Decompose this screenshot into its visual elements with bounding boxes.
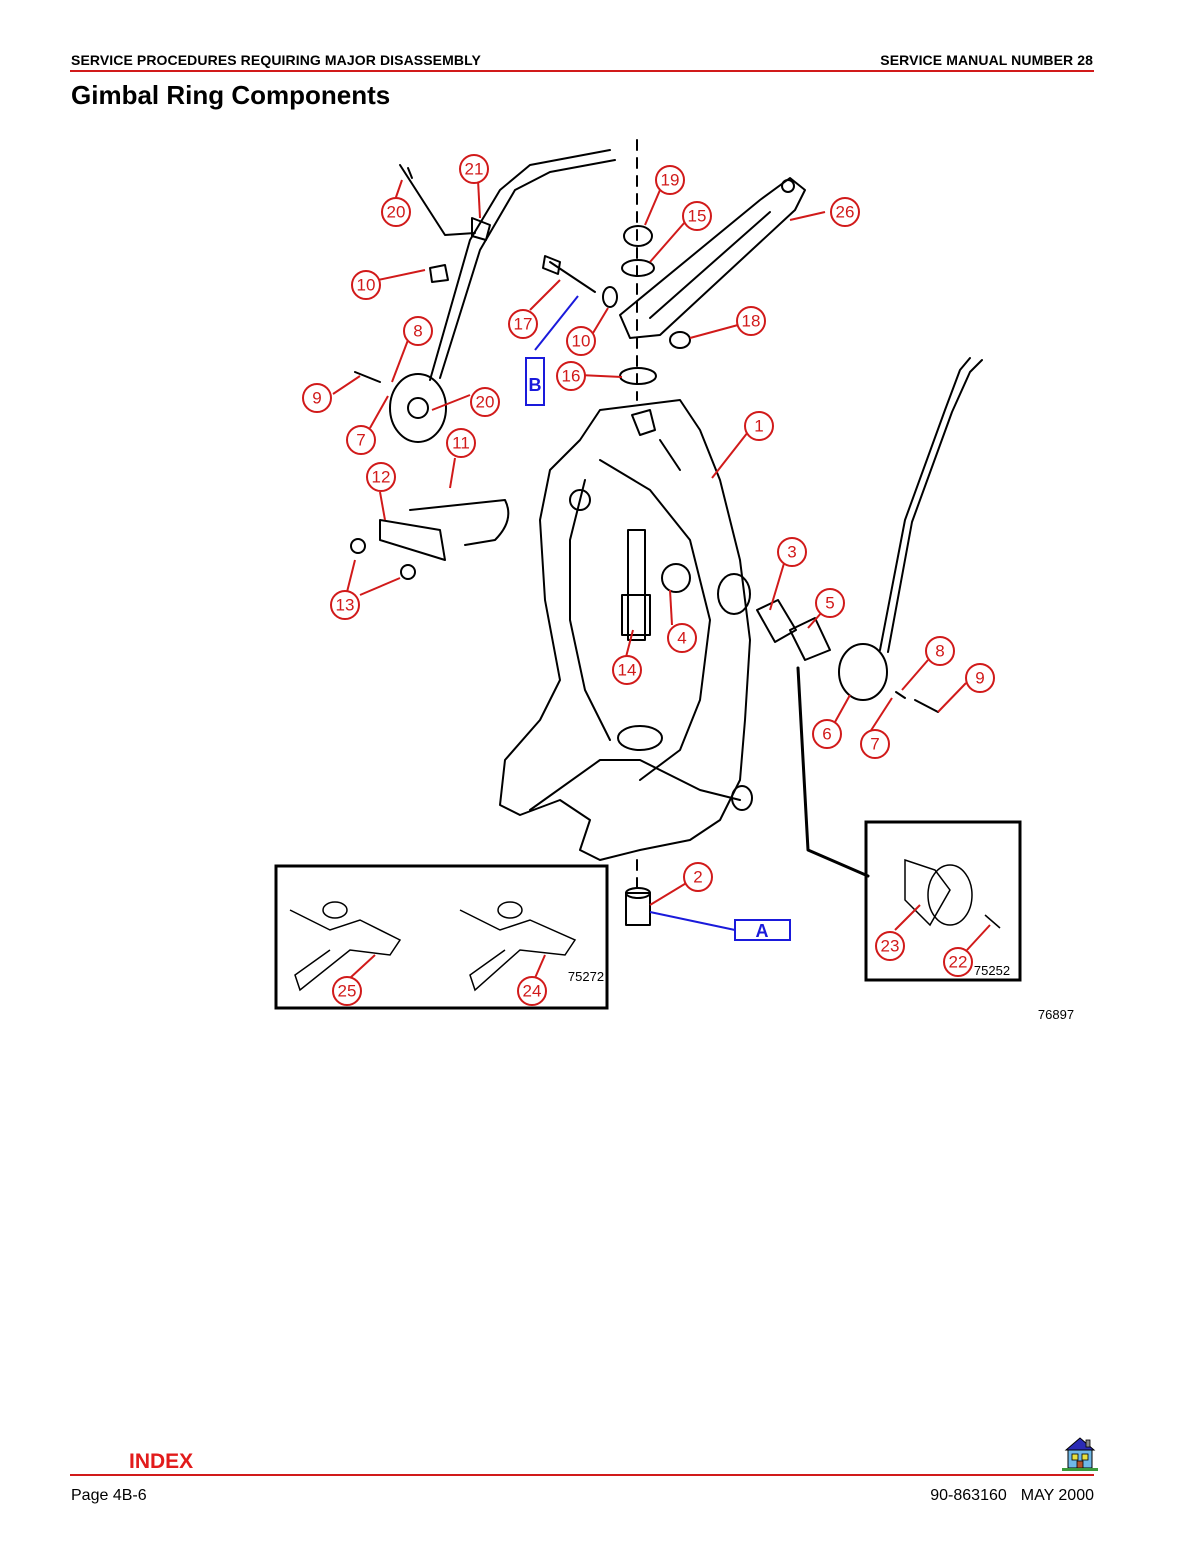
callout-1-label: 1 (754, 417, 763, 436)
callout-25-label: 25 (338, 982, 357, 1001)
callout-15 (682, 201, 712, 231)
callout-10-upper-label: 10 (357, 276, 376, 295)
callout-9-left-label: 9 (312, 389, 321, 408)
callout-10-lower (566, 326, 596, 356)
callout-16-label: 16 (562, 367, 581, 386)
callout-6 (812, 719, 842, 749)
callout-13-label: 13 (336, 596, 355, 615)
callout-8-right-label: 8 (935, 642, 944, 661)
callout-17-label: 17 (514, 315, 533, 334)
callout-16 (556, 361, 586, 391)
figure-number-inset-right: 75252 (974, 963, 1010, 978)
index-link[interactable]: INDEX (129, 1450, 194, 1473)
part-number: 90-863160 (930, 1487, 1007, 1504)
callout-8-right (925, 636, 955, 666)
callout-19 (655, 165, 685, 195)
callout-7-left-label: 7 (356, 431, 365, 450)
callout-2 (683, 862, 713, 892)
page-number: Page 4B-6 (71, 1487, 147, 1504)
callout-13 (330, 590, 360, 620)
callout-12-label: 12 (372, 468, 391, 487)
header-manual-number: SERVICE MANUAL NUMBER 28 (880, 52, 1093, 68)
callout-7-right (860, 729, 890, 759)
left-trim-sender-outline (389, 373, 447, 443)
callout-6-label: 6 (822, 725, 831, 744)
steering-arm-outline (619, 177, 806, 339)
figure-number-main: 76897 (1038, 1007, 1074, 1022)
callout-20-upper (381, 197, 411, 227)
page-title: Gimbal Ring Components (71, 80, 391, 110)
callout-9-right (965, 663, 995, 693)
callout-20-lower-label: 20 (476, 393, 495, 412)
callout-21 (459, 154, 489, 184)
callout-12 (366, 462, 396, 492)
callout-17 (508, 309, 538, 339)
header-section-title: SERVICE PROCEDURES REQUIRING MAJOR DISAS… (71, 52, 481, 68)
callout-10-lower-label: 10 (572, 332, 591, 351)
callout-5-label: 5 (825, 594, 834, 613)
callout-14 (612, 655, 642, 685)
callout-24 (517, 976, 547, 1006)
callout-9-right-label: 9 (975, 669, 984, 688)
callout-19-label: 19 (661, 171, 680, 190)
callout-23 (875, 931, 905, 961)
lubricant-label-b: B (529, 375, 542, 395)
callout-23-label: 23 (881, 937, 900, 956)
callout-3-label: 3 (787, 543, 796, 562)
callout-4 (667, 623, 697, 653)
callout-1 (744, 411, 774, 441)
callout-5 (815, 588, 845, 618)
callout-8-left (403, 316, 433, 346)
callout-22 (943, 947, 973, 977)
callout-9-left (302, 383, 332, 413)
callout-4-label: 4 (677, 629, 686, 648)
callout-21-label: 21 (465, 160, 484, 179)
callout-2-label: 2 (693, 868, 702, 887)
callout-20-lower (470, 387, 500, 417)
inset-box-right (864, 820, 1022, 982)
right-trim-sender-outline (838, 643, 888, 701)
lubricant-label-a: A (756, 921, 769, 941)
callout-7-left (346, 425, 376, 455)
gimbal-ring-outline (499, 399, 751, 861)
figure-number-inset-left: 75272 (568, 969, 604, 984)
callout-7-right-label: 7 (870, 735, 879, 754)
callout-24-label: 24 (523, 982, 542, 1001)
callout-11 (446, 428, 476, 458)
header-rule (70, 70, 1094, 72)
footer-rule (70, 1474, 1094, 1476)
callout-22-label: 22 (949, 953, 968, 972)
callout-18-label: 18 (742, 312, 761, 331)
callout-10-upper (351, 270, 381, 300)
callout-3 (777, 537, 807, 567)
callout-25 (332, 976, 362, 1006)
callout-11-label: 11 (452, 434, 470, 453)
callout-18 (736, 306, 766, 336)
footer-part-info: 90-863160 MAY 2000 (930, 1487, 1094, 1505)
callout-26-label: 26 (836, 203, 855, 222)
callout-15-label: 15 (688, 207, 707, 226)
inset-box-left (274, 864, 609, 1010)
publication-date: MAY 2000 (1020, 1487, 1094, 1504)
home-icon[interactable] (1060, 1432, 1100, 1472)
callout-8-left-label: 8 (413, 322, 422, 341)
callout-20-upper-label: 20 (387, 203, 406, 222)
callout-14-label: 14 (618, 661, 637, 680)
callout-26 (830, 197, 860, 227)
